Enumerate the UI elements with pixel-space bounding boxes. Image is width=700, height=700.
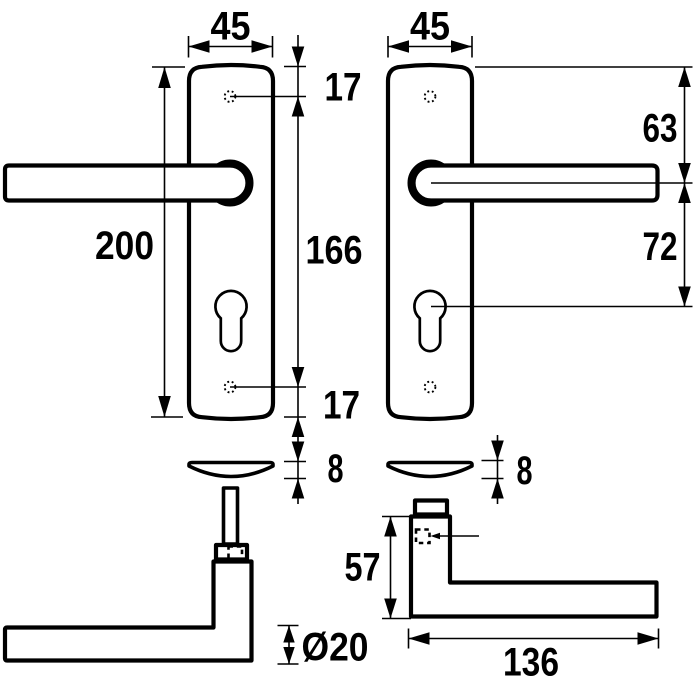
lever-side-left: [2, 486, 254, 663]
dim-plate-width-left: 45: [187, 5, 274, 58]
spindle-hole-hidden-right: [414, 528, 431, 545]
dim-label-rose-thickness-left: 8: [328, 447, 344, 491]
spindle-left: [221, 486, 240, 546]
euro-cylinder-hole-right: [413, 289, 447, 353]
dim-column-right: 63 72: [431, 66, 693, 308]
dim-lever-height: 57: [345, 515, 411, 620]
dim-label-plate-height: 200: [95, 224, 154, 268]
dim-label-lever-height: 57: [345, 546, 381, 590]
spindle-hole-hidden-left: [227, 545, 244, 561]
backplate-front-left: [2, 62, 276, 422]
dim-plate-width-right: 45: [387, 5, 473, 58]
dim-label-plate-width-right: 45: [410, 5, 450, 49]
rose-left-body: [187, 460, 275, 479]
backplate-front-right: [385, 62, 693, 422]
dim-column-middle: 17 166 17 8: [230, 35, 363, 504]
screw-hole-top-right: [423, 90, 437, 103]
dim-rose-thickness-right: 8: [481, 435, 533, 504]
spindle-hole-leader-arrow: [430, 532, 440, 540]
lever-side-left-body: [2, 559, 254, 663]
dim-label-lever-length: 136: [503, 641, 559, 685]
dim-label-screw-top-offset: 17: [325, 66, 362, 110]
dim-label-screw-spacing: 166: [306, 229, 363, 273]
lever-side-right-body: [408, 514, 659, 619]
backplate-right-body: [385, 62, 475, 422]
dim-label-rose-thickness-right: 8: [517, 449, 533, 493]
dim-label-screw-bottom-offset: 17: [323, 384, 360, 428]
lever-front-left: [2, 163, 250, 203]
dim-label-plate-width-left: 45: [211, 5, 251, 49]
euro-cylinder-hole-left: [214, 289, 248, 353]
rose-side-right: [386, 460, 474, 479]
spindle-hub-right: [412, 498, 450, 517]
dim-plate-height: 200: [95, 66, 185, 418]
dim-label-handle-axis-from-top: 63: [643, 107, 678, 151]
rose-right-body: [386, 460, 474, 479]
rose-side-left: [187, 460, 275, 479]
dim-label-grip-diameter: Ø20: [302, 626, 369, 670]
dim-grip-diameter: Ø20: [277, 624, 369, 670]
lever-side-right: [408, 498, 659, 619]
dim-lever-length: 136: [407, 628, 660, 685]
backplate-left-body: [186, 62, 276, 422]
dim-label-axis-to-cylinder: 72: [643, 225, 678, 269]
screw-hole-bottom-right: [423, 380, 437, 394]
